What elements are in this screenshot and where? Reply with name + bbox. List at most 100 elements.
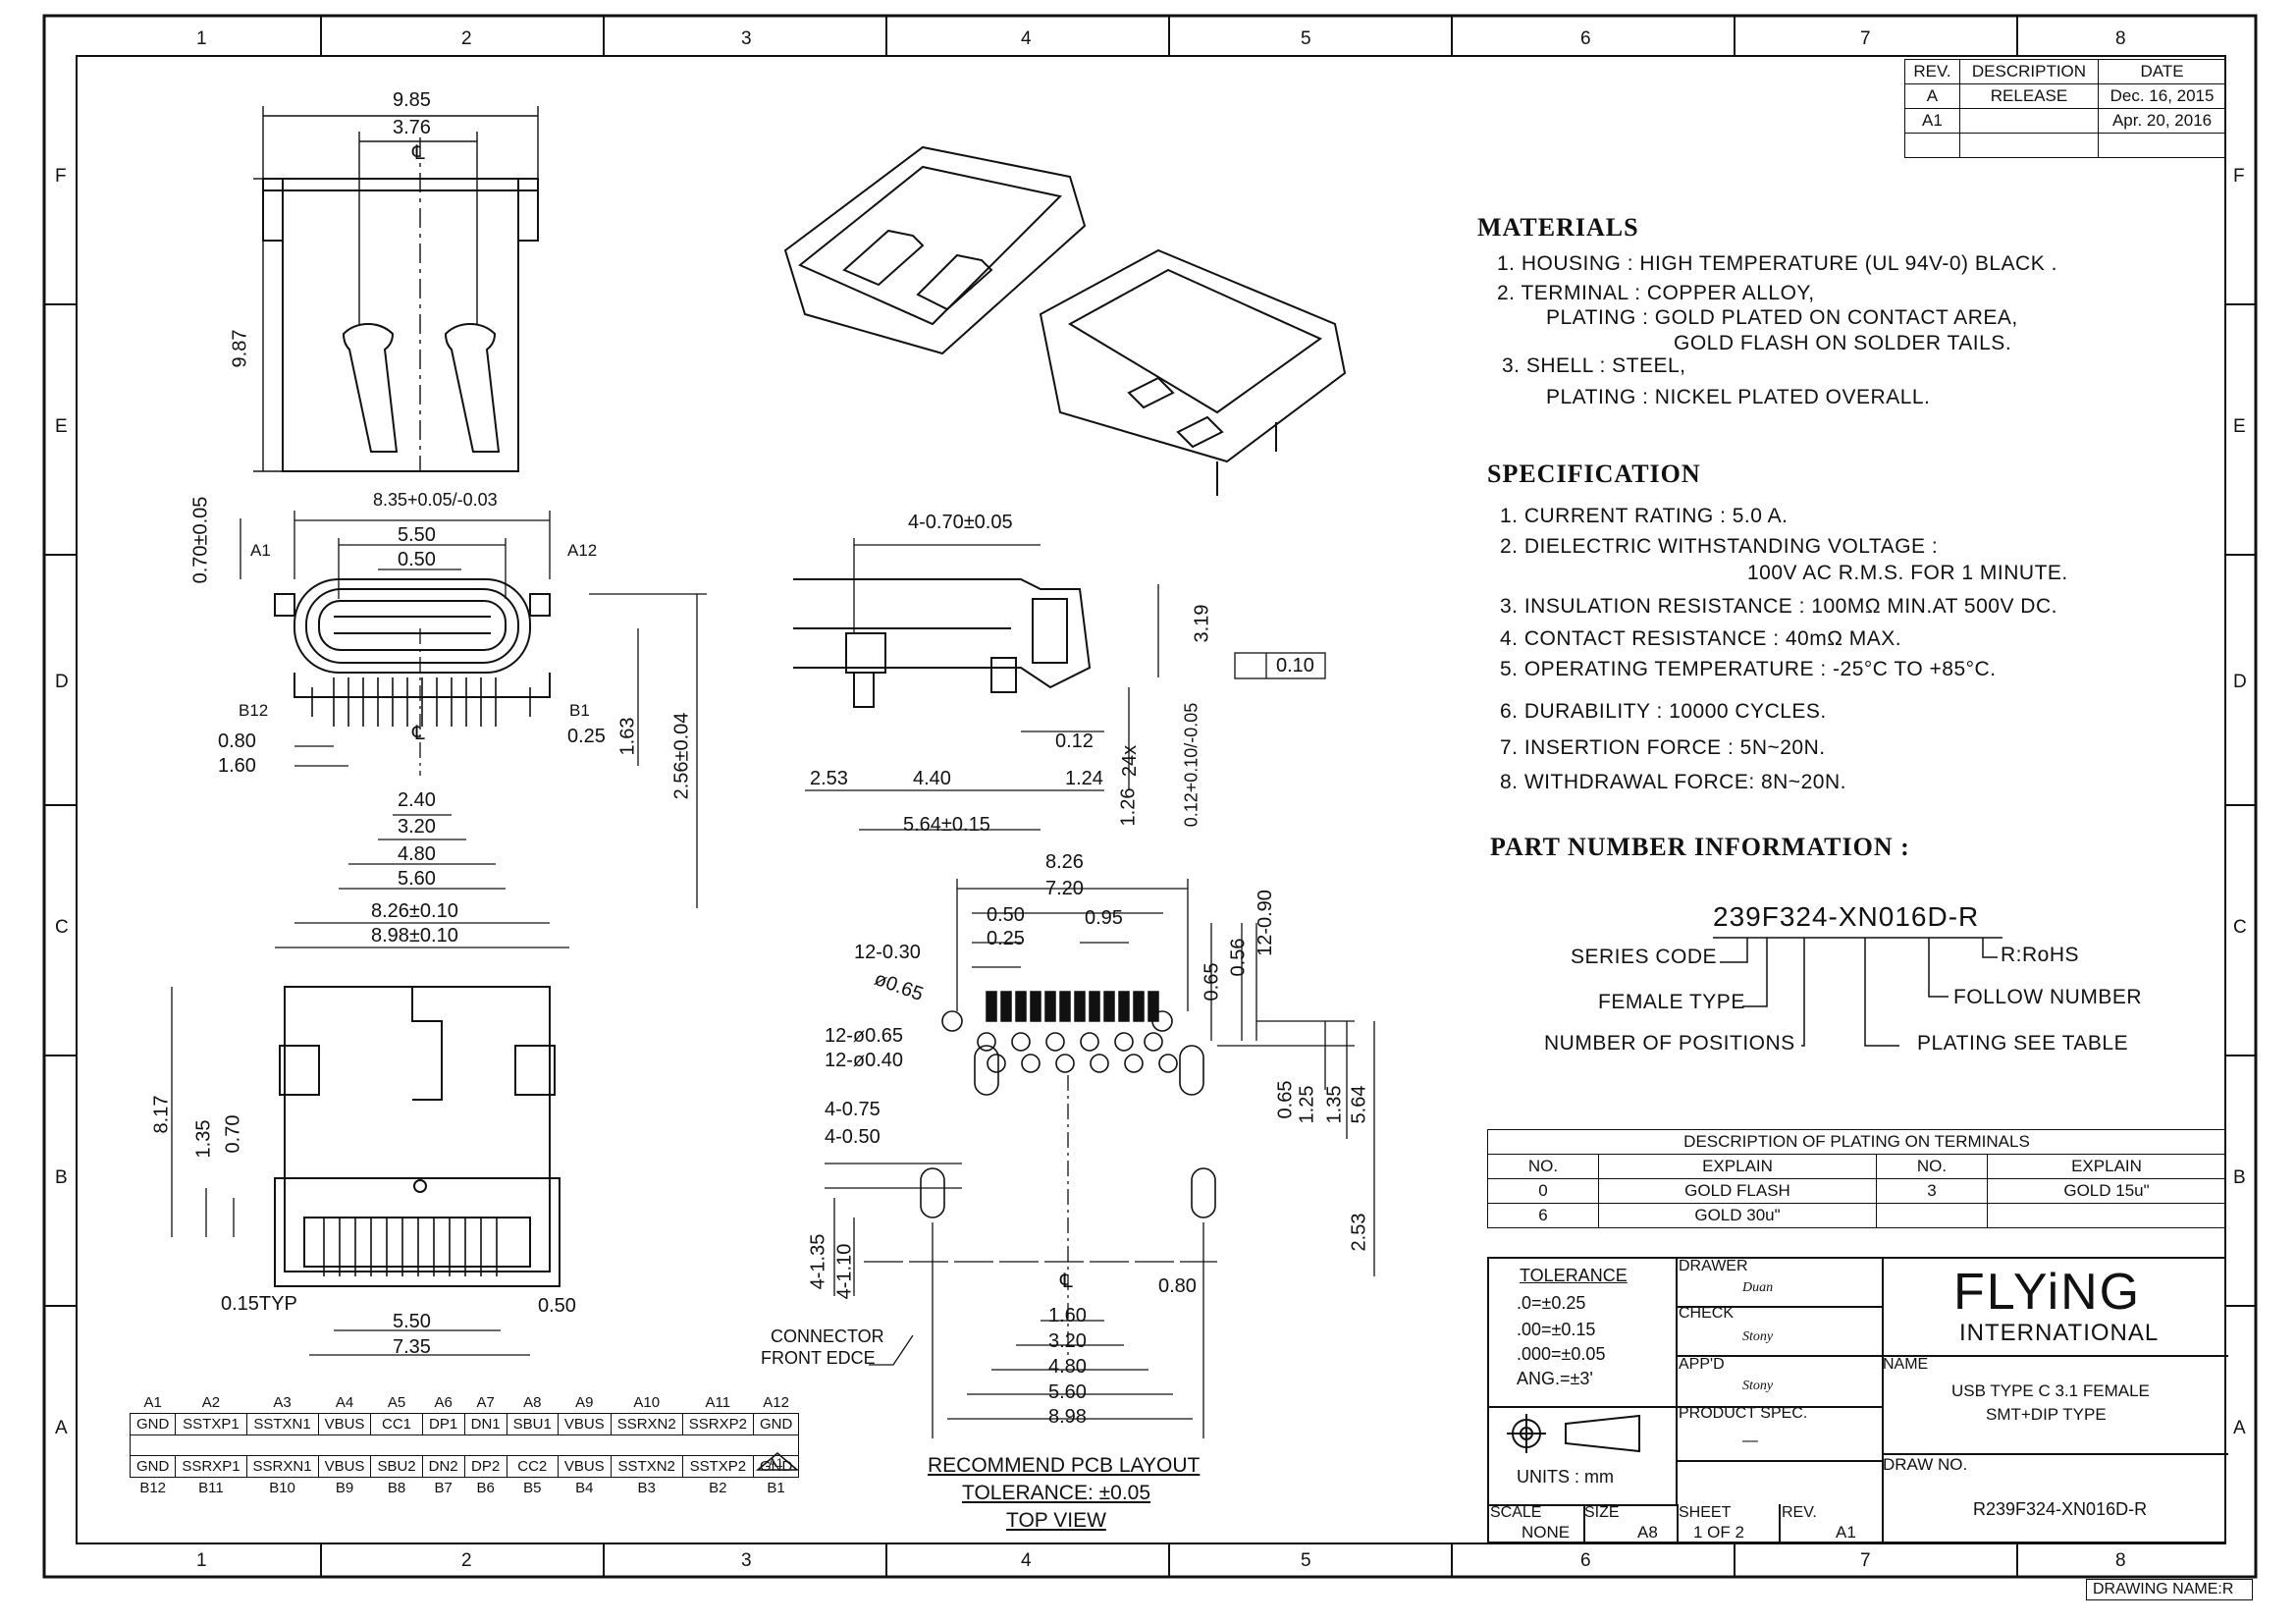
pin-signal-a1: GND — [129, 1413, 177, 1435]
drawer-label: DRAWER — [1679, 1258, 1748, 1274]
rev-label: REV. — [1782, 1504, 1817, 1521]
pin-signal-a9: VBUS — [557, 1413, 612, 1435]
pin-signal-b11: SSRXP1 — [175, 1455, 247, 1478]
zone-col-1b: 1 — [196, 1550, 207, 1571]
dim-front-8-35: 8.35+0.05/-0.03 — [373, 490, 498, 510]
bottom-view-drawing — [274, 986, 561, 1287]
pn-label-rohs: R:RoHS — [2001, 944, 2080, 966]
plating-header-explain-1: EXPLAIN — [1598, 1154, 1877, 1179]
zone-col-2: 2 — [461, 28, 472, 49]
rev-header-rev: REV. — [1904, 59, 1960, 84]
dim-pcb-12-o0-40: 12-ø0.40 — [825, 1050, 904, 1071]
tolerance-3: .000=±0.05 — [1517, 1344, 1606, 1364]
dim-side-1-26: 1.26 — [1117, 787, 1140, 827]
dim-pcb-0-50: 0.50 — [987, 904, 1025, 926]
plating-row-1-no: 0 — [1487, 1178, 1599, 1204]
pin-signal-b10: SSRXN1 — [245, 1455, 319, 1478]
dim-pcb-7-20: 7.20 — [1045, 878, 1084, 899]
dim-front-0-50: 0.50 — [398, 549, 436, 570]
spec-line-8: 7. INSERTION FORCE : 5N~20N. — [1500, 736, 1826, 759]
dim-front-1-60: 1.60 — [218, 755, 256, 777]
company-logo-main: FLYiNG — [1953, 1264, 2142, 1321]
pcb-layout-drawing — [920, 1010, 1216, 1218]
plating-row-1-no2: 3 — [1876, 1178, 1988, 1204]
dim-pcb-0-56: 0.56 — [1227, 938, 1250, 977]
dim-pcb-0-65-a: 0.65 — [1201, 962, 1223, 1001]
drawing-number: R239F324-XN016D-R — [1973, 1499, 2148, 1519]
zone-col-8: 8 — [2115, 28, 2126, 49]
dim-side-2-53: 2.53 — [810, 768, 848, 789]
spec-line-5: 4. CONTACT RESISTANCE : 40mΩ MAX. — [1500, 627, 1902, 650]
zone-col-4b: 4 — [1021, 1550, 1032, 1571]
spec-line-3: 100V AC R.M.S. FOR 1 MINUTE. — [1747, 562, 2068, 584]
sheet-value: 1 OF 2 — [1693, 1523, 1744, 1542]
plating-header-no-1: NO. — [1487, 1154, 1599, 1179]
side-view-drawing — [793, 578, 1092, 708]
zone-row-d-r: D — [2233, 672, 2247, 692]
dim-side-4-0-70: 4-0.70±0.05 — [908, 512, 1013, 533]
pin-signal-b1: GND — [752, 1455, 800, 1478]
zone-col-6: 6 — [1580, 28, 1591, 49]
dim-top-width: 9.85 — [393, 89, 431, 111]
dim-pcb-5-60: 5.60 — [1048, 1381, 1087, 1403]
dim-front-a12: A12 — [567, 541, 598, 560]
zone-col-3b: 3 — [741, 1550, 752, 1571]
pin-signal-b7: DN2 — [421, 1455, 465, 1478]
zone-row-f: F — [55, 166, 67, 187]
dim-bottom-0-15typ: 0.15TYP — [221, 1293, 297, 1315]
revision-table: REV. DESCRIPTION DATE A RELEASE Dec. 16,… — [1904, 59, 2226, 158]
dim-pcb-8-98: 8.98 — [1048, 1406, 1087, 1428]
product-name-line-2: SMT+DIP TYPE — [1986, 1405, 2107, 1424]
pin-label-a7: A7 — [476, 1394, 495, 1411]
dim-bottom-1-35: 1.35 — [192, 1119, 215, 1159]
dim-front-2-40: 2.40 — [398, 789, 436, 811]
zone-row-b: B — [55, 1167, 68, 1188]
rev-flag: A1 — [769, 1456, 783, 1470]
rev-row-1-date: Dec. 16, 2015 — [2098, 83, 2226, 109]
pin-label-a5: A5 — [387, 1394, 406, 1411]
zone-row-e: E — [55, 416, 68, 437]
plating-row-1-explain: GOLD FLASH — [1598, 1178, 1877, 1204]
scale-label: SCALE — [1490, 1504, 1542, 1521]
product-name-line-1: USB TYPE C 3.1 FEMALE — [1951, 1381, 2150, 1400]
dim-pcb-12-0-30: 12-0.30 — [854, 942, 921, 963]
spec-line-6: 5. OPERATING TEMPERATURE : -25°C TO +85°… — [1500, 658, 1997, 680]
pin-label-b9: B9 — [335, 1480, 354, 1496]
pin-label-b8: B8 — [387, 1480, 406, 1496]
pin-signal-a8: SBU1 — [506, 1413, 559, 1435]
front-view-drawing — [274, 578, 551, 698]
dim-pcb-1-25: 1.25 — [1296, 1085, 1318, 1124]
zone-row-a-r: A — [2233, 1418, 2246, 1438]
dim-top-centerline: ℄ — [412, 142, 425, 164]
spec-line-1: 1. CURRENT RATING : 5.0 A. — [1500, 505, 1789, 527]
name-label: NAME — [1883, 1356, 1929, 1373]
zone-col-6b: 6 — [1580, 1550, 1591, 1571]
pin-signal-a2: SSTXP1 — [175, 1413, 247, 1435]
dim-front-8-26: 8.26±0.10 — [371, 900, 458, 922]
materials-line-4: GOLD FLASH ON SOLDER TAILS. — [1674, 332, 2012, 354]
pin-label-b10: B10 — [269, 1480, 295, 1496]
pin-label-a4: A4 — [335, 1394, 354, 1411]
dim-pcb-12-0-90: 12-0.90 — [1254, 890, 1276, 956]
dim-pcb-5-64: 5.64 — [1348, 1085, 1370, 1124]
dim-pcb-1-60: 1.60 — [1048, 1305, 1087, 1326]
dim-front-5-50: 5.50 — [398, 524, 436, 546]
tolerance-2: .00=±0.15 — [1517, 1320, 1596, 1339]
dim-pcb-centerline: ℄ — [1060, 1271, 1073, 1292]
pin-label-a10: A10 — [633, 1394, 661, 1411]
dim-bottom-8-17: 8.17 — [150, 1095, 173, 1134]
dim-front-3-20: 3.20 — [398, 816, 436, 838]
dim-side-1-24: 1.24 — [1065, 768, 1103, 789]
size-value: A8 — [1637, 1523, 1658, 1542]
dim-side-0-12-tol: 0.12+0.10/-0.05 — [1181, 702, 1201, 828]
dim-front-b1: B1 — [569, 701, 590, 720]
dim-front-centerline: ℄ — [412, 723, 425, 744]
materials-line-1: 1. HOUSING : HIGH TEMPERATURE (UL 94V-0)… — [1497, 252, 2057, 275]
plating-row-1-explain2: GOLD 15u" — [1987, 1178, 2226, 1204]
dim-side-5-64: 5.64±0.15 — [903, 814, 990, 836]
dim-side-0-12: 0.12 — [1055, 731, 1094, 752]
zone-col-7b: 7 — [1860, 1550, 1871, 1571]
dim-front-0-25: 0.25 — [567, 726, 606, 747]
pin-signal-b3: SSTXN2 — [610, 1455, 683, 1478]
